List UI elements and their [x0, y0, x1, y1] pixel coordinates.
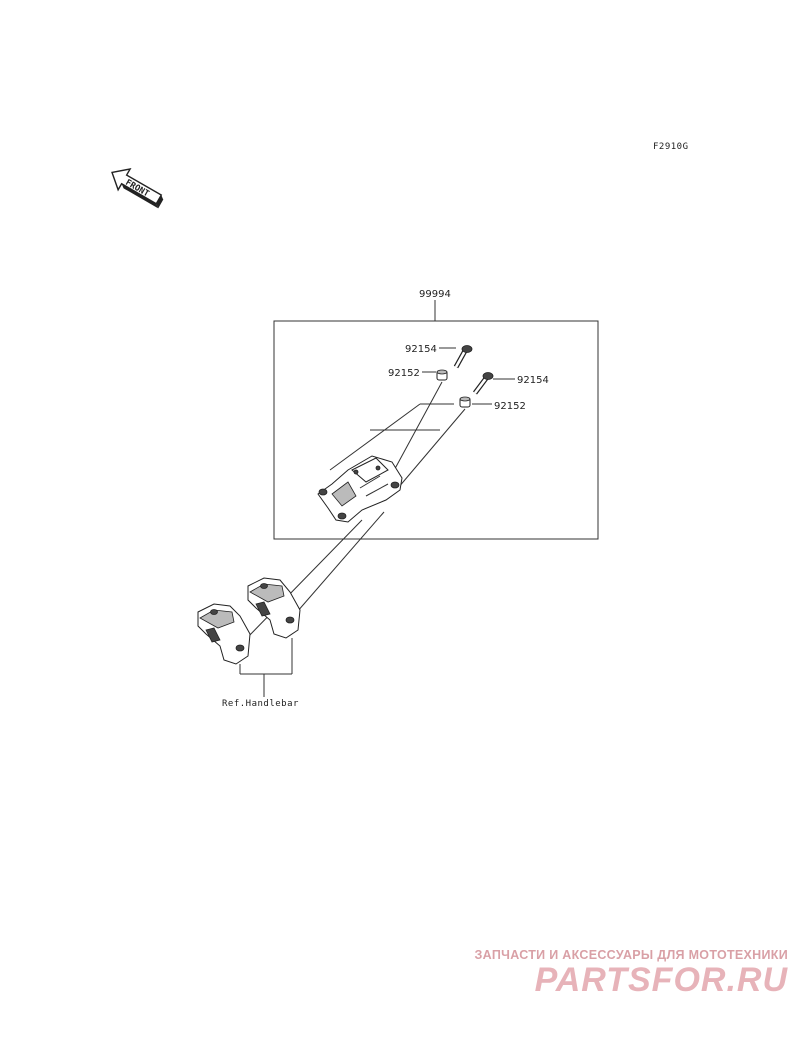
- watermark: ЗАПЧАСТИ И АКСЕССУАРЫ ДЛЯ МОТОТЕХНИКИ PA…: [475, 948, 788, 998]
- reference-leader: [239, 638, 293, 697]
- collar-right: [459, 396, 471, 408]
- watermark-tagline: ЗАПЧАСТИ И АКСЕССУАРЫ ДЛЯ МОТОТЕХНИКИ: [474, 948, 788, 962]
- handlebar-clamp-right: [247, 577, 301, 639]
- mount-bracket: [317, 455, 403, 523]
- handlebar-clamp-left: [197, 603, 251, 665]
- watermark-logo: PARTSFOR.RU: [534, 961, 788, 999]
- collar-upper-left: [436, 369, 448, 381]
- reference-label: Ref.Handlebar: [222, 699, 299, 709]
- assembly-part-number: 99994: [419, 289, 451, 300]
- front-arrow-icon: FRONT: [111, 168, 164, 209]
- bolt-right: [473, 372, 494, 395]
- callout-bolt-upper-left: 92154: [405, 344, 437, 355]
- callout-collar-right: 92152: [494, 401, 526, 412]
- bolt-upper-left: [453, 345, 473, 369]
- assembly-frame: [273, 320, 599, 540]
- callout-bolt-right: 92154: [517, 375, 549, 386]
- callout-collar-upper-left: 92152: [388, 368, 420, 379]
- figure-code: F2910G: [653, 142, 689, 152]
